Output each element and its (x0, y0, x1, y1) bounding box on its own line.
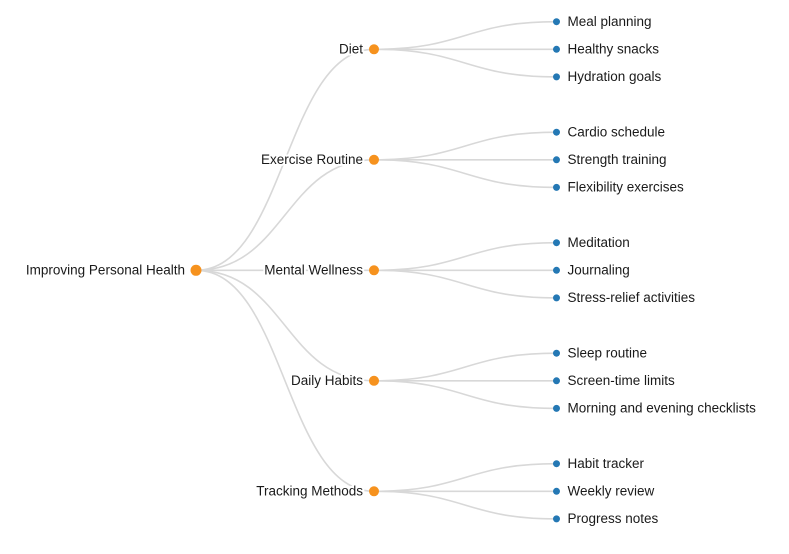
leaf-node-dot[interactable] (553, 294, 560, 302)
edge-branch-4-to-leaf-2 (373, 490, 557, 520)
edge-root-to-branch-0 (195, 48, 375, 272)
leaf-node-label: Meal planning (568, 14, 652, 29)
leaf-node-dot[interactable] (553, 239, 560, 247)
edge-branch-0-to-leaf-2 (373, 48, 557, 78)
leaf-node-dot[interactable] (553, 183, 560, 191)
leaf-node-dot[interactable] (553, 128, 560, 136)
leaf-node-dot[interactable] (553, 73, 560, 81)
edge-root-to-branch-3 (195, 269, 375, 382)
leaf-node-label: Healthy snacks (568, 42, 660, 57)
leaf-node-label: Journaling (568, 263, 630, 278)
leaf-node-label: Flexibility exercises (568, 180, 685, 195)
leaf-node-label: Cardio schedule (568, 125, 666, 140)
branch-node-label: Mental Wellness (264, 263, 363, 278)
edge-branch-3-to-leaf-0 (373, 352, 557, 382)
branch-node-dot[interactable] (369, 44, 379, 55)
edge-branch-2-to-leaf-2 (373, 269, 557, 299)
leaf-node-dot[interactable] (553, 515, 560, 523)
leaf-node-dot[interactable] (553, 45, 560, 53)
edge-root-to-branch-1 (195, 159, 375, 272)
edge-branch-4-to-leaf-0 (373, 462, 557, 493)
edge-branch-2-to-leaf-0 (373, 241, 557, 272)
branch-node-dot[interactable] (369, 265, 379, 276)
labels-layer: Improving Personal Health Diet Meal planni… (24, 12, 758, 528)
leaf-node-label: Stress-relief activities (568, 290, 696, 305)
branch-node-dot[interactable] (369, 154, 379, 165)
branch-node-label: Tracking Methods (256, 484, 363, 499)
leaf-node-label: Sleep routine (568, 346, 648, 361)
branch-node-label: Exercise Routine (261, 152, 363, 167)
leaf-node-label: Strength training (568, 152, 667, 167)
leaf-node-dot[interactable] (553, 349, 560, 357)
leaf-node-label: Habit tracker (568, 456, 645, 471)
leaf-node-dot[interactable] (553, 460, 560, 468)
edges-layer (195, 20, 557, 520)
root-node-dot[interactable] (190, 264, 202, 276)
dots-layer (190, 18, 560, 523)
leaf-node-label: Screen-time limits (568, 373, 676, 388)
leaf-node-dot[interactable] (553, 404, 560, 412)
branch-node-dot[interactable] (369, 375, 379, 386)
leaf-node-label: Weekly review (568, 484, 655, 499)
edge-root-to-branch-4 (195, 269, 375, 493)
leaf-node-label: Progress notes (568, 511, 659, 526)
leaf-node-dot[interactable] (553, 156, 560, 164)
branch-node-label: Daily Habits (291, 373, 363, 388)
leaf-node-dot[interactable] (553, 487, 560, 495)
leaf-node-dot[interactable] (553, 18, 560, 26)
branch-node-dot[interactable] (369, 486, 379, 497)
branch-node-label: Diet (339, 42, 363, 57)
edge-branch-3-to-leaf-2 (373, 380, 557, 410)
leaf-node-label: Hydration goals (568, 69, 662, 84)
edge-branch-0-to-leaf-0 (373, 20, 557, 51)
leaf-node-label: Meditation (568, 235, 630, 250)
leaf-node-label: Morning and evening checklists (568, 401, 757, 416)
edge-branch-1-to-leaf-2 (373, 159, 557, 189)
edge-branch-1-to-leaf-0 (373, 131, 557, 161)
leaf-node-dot[interactable] (553, 266, 560, 274)
leaf-node-dot[interactable] (553, 377, 560, 385)
root-node-label: Improving Personal Health (26, 263, 185, 278)
